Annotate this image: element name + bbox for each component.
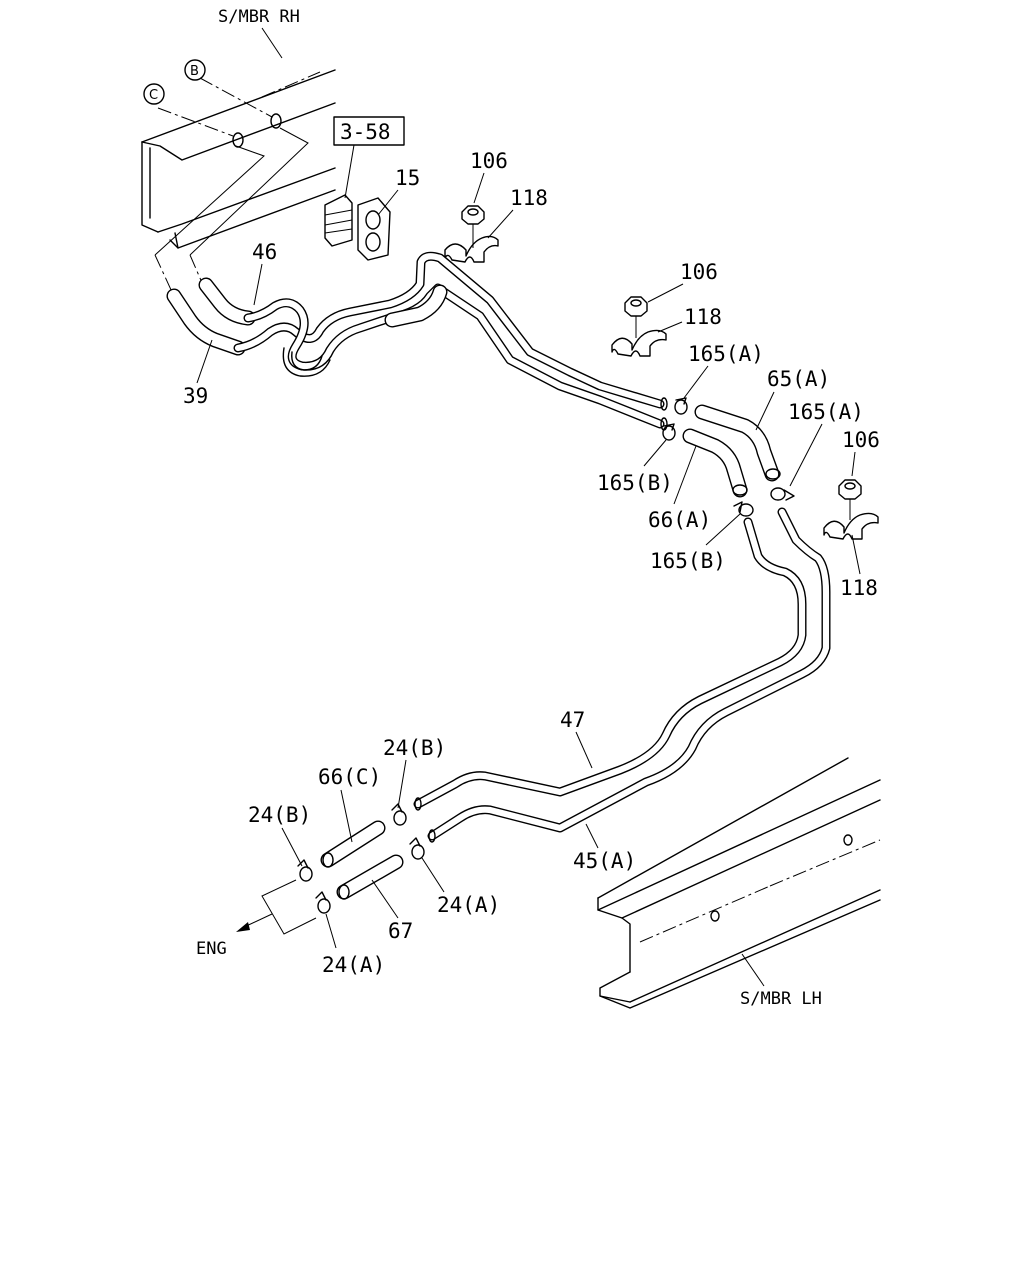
hose-65a bbox=[694, 404, 781, 482]
clip-165b-2[interactable] bbox=[733, 501, 754, 517]
callout-66a-leader bbox=[673, 445, 697, 505]
callout-165b-1-leader bbox=[643, 439, 667, 467]
side-member-rh-label: S/MBR RH bbox=[218, 7, 300, 27]
clip-165b-1[interactable] bbox=[662, 423, 676, 441]
pipe-end-front bbox=[660, 397, 668, 411]
callout-24b-1-leader bbox=[397, 759, 407, 809]
pipe-45a bbox=[427, 507, 831, 841]
eng-label: ENG bbox=[196, 939, 227, 959]
callout-67-leader bbox=[371, 879, 399, 919]
callout-66a: 66(A) bbox=[648, 508, 711, 532]
callout-165b-2: 165(B) bbox=[650, 549, 726, 573]
callout-15: 15 bbox=[395, 166, 420, 190]
clip-165a-2[interactable] bbox=[770, 487, 795, 501]
callout-106-right: 106 bbox=[842, 428, 880, 452]
pipe-47-end bbox=[414, 797, 422, 811]
callout-66c-leader bbox=[340, 789, 353, 843]
clamp-118-mid bbox=[611, 329, 667, 357]
callout-165a-2: 165(A) bbox=[788, 400, 864, 424]
clip-assembly bbox=[324, 194, 391, 261]
callout-45a: 45(A) bbox=[573, 849, 636, 873]
callout-39: 39 bbox=[183, 384, 208, 408]
side-member-rh-leader bbox=[261, 27, 283, 59]
circled-ref-c-text: C bbox=[149, 88, 158, 103]
callout-66c: 66(C) bbox=[318, 765, 381, 789]
callout-165a-1: 165(A) bbox=[688, 342, 764, 366]
callout-118-mid-leader bbox=[657, 321, 683, 333]
callout-118-mid: 118 bbox=[684, 305, 722, 329]
hose-66c bbox=[320, 820, 386, 868]
callout-118-right-leader bbox=[851, 534, 861, 575]
callout-24b-2-leader bbox=[281, 827, 303, 867]
pipe-upper-front bbox=[233, 251, 665, 409]
nut-106-mid bbox=[624, 296, 648, 338]
clip-24b-2[interactable] bbox=[297, 859, 313, 882]
hose-66a bbox=[682, 428, 748, 498]
callout-47-leader bbox=[575, 731, 593, 769]
circled-ref-b-text: B bbox=[190, 64, 199, 79]
callout-106-right-leader bbox=[851, 451, 856, 477]
callout-15-leader bbox=[377, 189, 399, 216]
hose-67 bbox=[336, 854, 404, 900]
circled-ref-c: C bbox=[143, 83, 165, 105]
pipe-upper-rear bbox=[243, 283, 665, 429]
ref-box-3-58[interactable]: 3-58 bbox=[333, 116, 405, 199]
pipe-45a-end bbox=[428, 829, 436, 843]
hose-46 bbox=[198, 277, 256, 326]
circled-ref-b: B bbox=[184, 59, 206, 81]
callout-47: 47 bbox=[560, 708, 585, 732]
callout-165a-2-leader bbox=[789, 423, 823, 487]
callout-39-leader bbox=[196, 339, 213, 384]
bundle-joint-hose bbox=[384, 284, 448, 328]
callout-165b-1: 165(B) bbox=[597, 471, 673, 495]
clamp-118-top bbox=[444, 235, 499, 263]
callout-65a: 65(A) bbox=[767, 367, 830, 391]
callout-24b-1: 24(B) bbox=[383, 736, 446, 760]
eng-direction-arrow bbox=[236, 879, 317, 935]
callout-165b-2-leader bbox=[705, 513, 741, 546]
callout-46-leader bbox=[253, 263, 263, 306]
clamp-118-right bbox=[823, 512, 879, 540]
callout-165a-1-leader bbox=[683, 365, 709, 399]
side-member-rh bbox=[141, 69, 336, 293]
side-member-lh-leader bbox=[741, 953, 765, 987]
hose-39 bbox=[166, 288, 246, 356]
callout-106-top: 106 bbox=[470, 149, 508, 173]
callout-106-mid: 106 bbox=[680, 260, 718, 284]
callout-67: 67 bbox=[388, 919, 413, 943]
nut-106-right bbox=[838, 479, 862, 520]
callout-45a-leader bbox=[585, 823, 599, 849]
callout-118-top: 118 bbox=[510, 186, 548, 210]
callout-24a-1-leader bbox=[421, 857, 445, 893]
clip-165a-1[interactable] bbox=[674, 397, 688, 415]
clip-24b-1[interactable] bbox=[391, 803, 407, 826]
callout-24a-2-leader bbox=[325, 913, 337, 949]
ref-box-text: 3-58 bbox=[340, 120, 391, 144]
side-member-lh bbox=[597, 757, 881, 1009]
callout-106-mid-leader bbox=[647, 283, 684, 303]
callout-24a-1: 24(A) bbox=[437, 893, 500, 917]
callout-24b-2: 24(B) bbox=[248, 803, 311, 827]
callout-118-top-leader bbox=[487, 209, 514, 239]
nut-106-top bbox=[461, 205, 485, 248]
clip-24a-2[interactable] bbox=[315, 891, 331, 914]
callout-118-right: 118 bbox=[840, 576, 878, 600]
pipe-47 bbox=[413, 517, 807, 809]
callout-46: 46 bbox=[252, 240, 277, 264]
callout-65a-leader bbox=[755, 391, 775, 431]
side-member-lh-label: S/MBR LH bbox=[740, 989, 822, 1009]
callout-24a-2: 24(A) bbox=[322, 953, 385, 977]
clip-24a-1[interactable] bbox=[409, 837, 425, 860]
pipe-loop bbox=[282, 347, 331, 377]
callout-106-top-leader bbox=[473, 172, 485, 204]
